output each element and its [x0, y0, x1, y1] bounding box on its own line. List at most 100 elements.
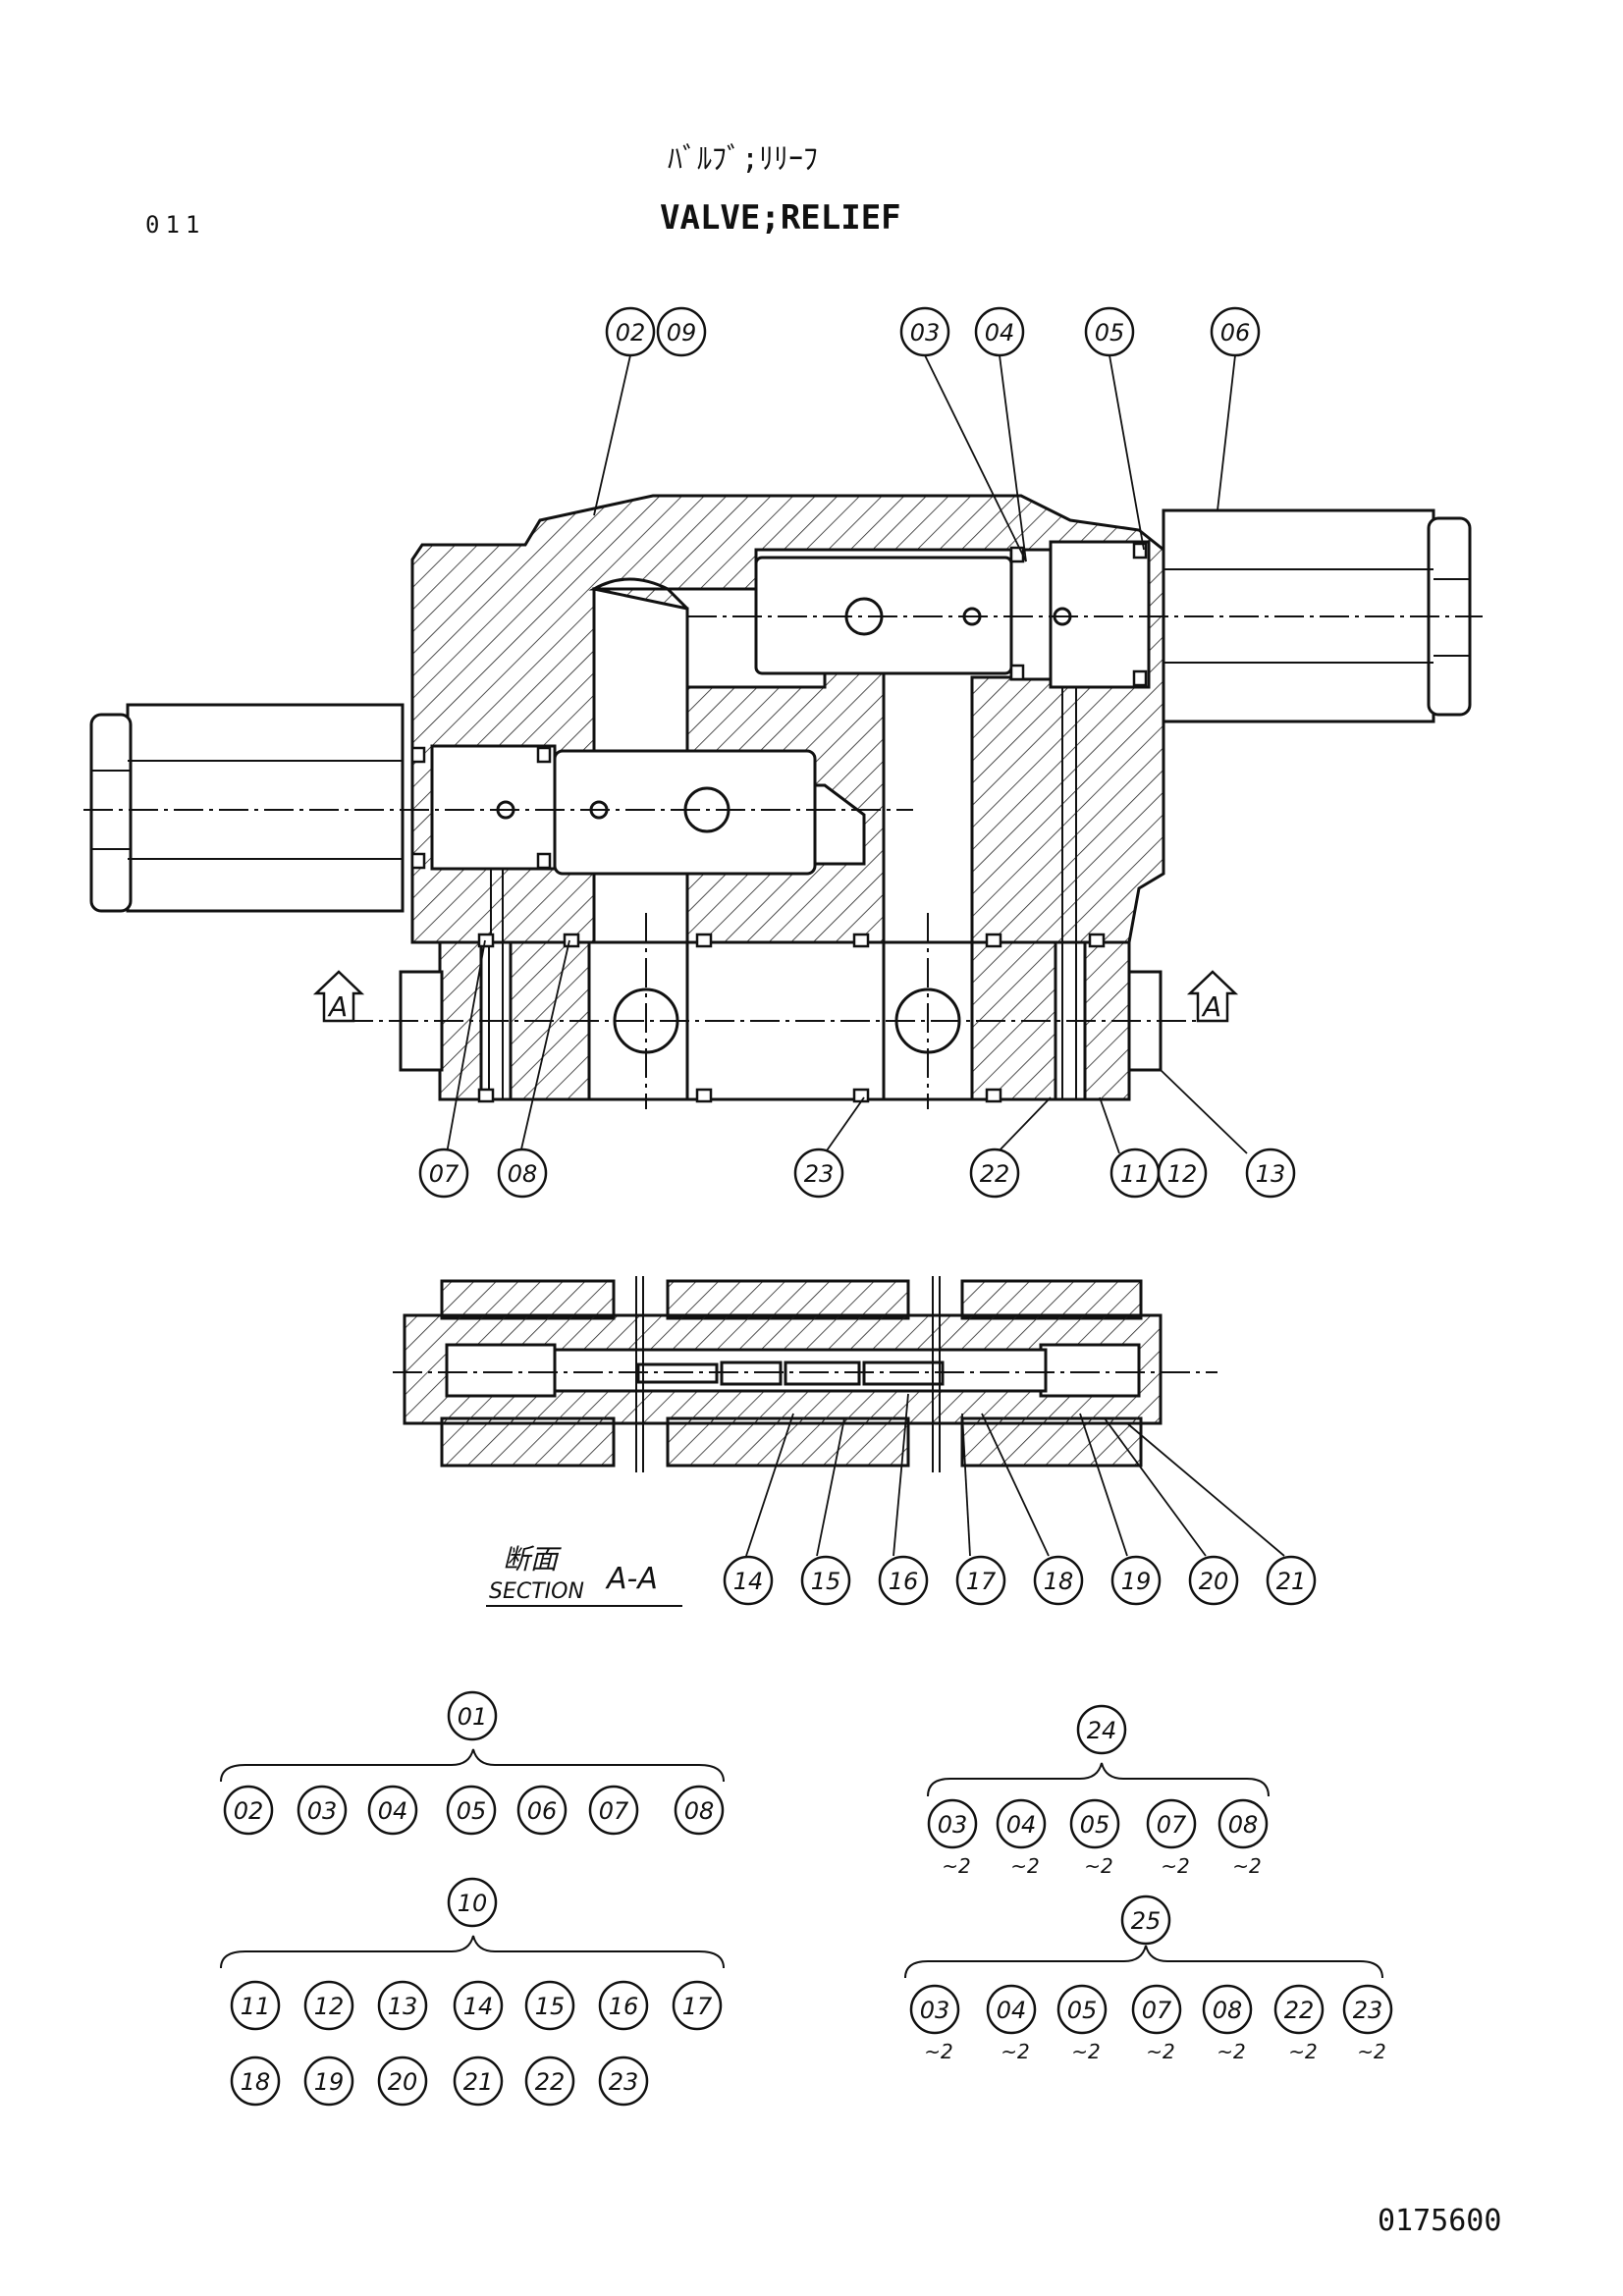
group-24-parent-circle [1076, 1704, 1127, 1755]
section-marker-left-label: A [327, 990, 348, 1023]
group-25-child-05-qty: ~2 [1071, 2040, 1100, 2063]
callout-main-08-number: 08 [508, 1160, 538, 1188]
group-25-child-05-number: 05 [1067, 1997, 1098, 2024]
callout-main-22: 22 [969, 1148, 1020, 1199]
group-25-child-04-circle [986, 1984, 1037, 2035]
group-25-child-07-circle [1131, 1984, 1182, 2035]
group-24-child-04-circle [996, 1798, 1047, 1849]
callout-section-16-number: 16 [889, 1568, 919, 1595]
group-01-child-06-number: 06 [527, 1797, 558, 1825]
group-25-child-23-number: 23 [1353, 1997, 1383, 2024]
group-10-child-22-number: 22 [535, 2068, 566, 2096]
page-code: 011 [145, 211, 205, 239]
group-24-child-07-number: 07 [1157, 1811, 1187, 1839]
group-10-child-11-number: 11 [241, 1993, 271, 2020]
group-10-child-20: 20 [377, 2056, 428, 2107]
title-japanese: ﾊﾞﾙﾌﾞ;ﾘﾘｰﾌ [668, 142, 818, 177]
leader-lines-main [446, 354, 1248, 1154]
callout-main-07-number: 07 [429, 1160, 460, 1188]
group-01-child-07: 07 [588, 1785, 639, 1836]
callout-main-05-number: 05 [1095, 319, 1125, 347]
group-10-child-19: 19 [303, 2056, 354, 2107]
o-rings [410, 542, 1148, 1103]
group-25-child-22: 22~2 [1273, 1984, 1325, 2063]
group-25-child-05: 05 ~2 [1056, 1984, 1108, 2063]
group-10-child-23: 23 [598, 2056, 649, 2107]
group-25-child-23: 23 ~2 [1342, 1984, 1393, 2063]
group-10-child-13-number: 13 [388, 1993, 418, 2020]
group-24-child-05: 05~2 [1069, 1798, 1120, 1878]
group-01-child-04: 04 [367, 1785, 418, 1836]
group-25-child-08-circle [1202, 1984, 1253, 2035]
group-25-child-07: 07~2 [1131, 1984, 1182, 2063]
callout-main-08: 08 [497, 1148, 548, 1199]
group-25-child-23-qty: ~2 [1357, 2040, 1385, 2063]
group-25-child-22-qty: ~2 [1288, 2040, 1317, 2063]
callout-section-21-number: 21 [1276, 1568, 1307, 1595]
group-10-child-17: 17 [672, 1980, 723, 2031]
group-10-child-14-circle [453, 1980, 504, 2031]
group-24-child-04-qty: ~2 [1010, 1854, 1039, 1878]
group-10-parent-number: 10 [458, 1890, 488, 1917]
callout-main-02: 02 [605, 306, 656, 357]
group-01-child-04-number: 04 [378, 1797, 408, 1825]
callout-section-14-number: 14 [733, 1568, 764, 1595]
callout-main-06: 06 [1210, 306, 1261, 357]
callout-main-04: 04 [974, 306, 1025, 357]
section-label-id: A-A [605, 1562, 658, 1596]
callout-main-03-number: 03 [910, 319, 941, 347]
group-10-child-21-number: 21 [463, 2068, 494, 2096]
group-01-child-02: 02 [223, 1785, 274, 1836]
group-24-child-05-circle [1069, 1798, 1120, 1849]
group-10-child-21-circle [453, 2056, 504, 2107]
group-25-child-08-qty: ~2 [1217, 2040, 1245, 2063]
group-10-child-15-circle [524, 1980, 575, 2031]
callout-main-22-circle [969, 1148, 1020, 1199]
group-10-child-17-number: 17 [682, 1993, 713, 2020]
callout-main-13-circle [1245, 1148, 1296, 1199]
callout-section-18: 18 [1033, 1555, 1084, 1606]
group-25-parent-circle [1120, 1895, 1171, 1946]
callout-main-13-number: 13 [1256, 1160, 1286, 1188]
callout-main-06-circle [1210, 306, 1261, 357]
callout-section-19: 19 [1110, 1555, 1162, 1606]
callout-main-05-circle [1084, 306, 1135, 357]
group-25-child-08-number: 08 [1213, 1997, 1243, 2024]
group-24-child-08-qty: ~2 [1232, 1854, 1261, 1878]
group-24-child-08-circle [1217, 1798, 1269, 1849]
callout-main-23: 23 [793, 1148, 844, 1199]
group-01-parent: 01 [447, 1690, 498, 1741]
callout-section-17-number: 17 [966, 1568, 997, 1595]
group-24-child-03-qty: ~2 [942, 1854, 970, 1878]
group-01-child-03: 03 [297, 1785, 348, 1836]
group-25-child-04-qty: ~2 [1001, 2040, 1029, 2063]
callout-main-04-number: 04 [985, 319, 1015, 347]
callout-main-22-number: 22 [980, 1160, 1010, 1188]
callout-main-07: 07 [418, 1148, 469, 1199]
group-10-child-16-circle [598, 1980, 649, 2031]
section-label-en: SECTION [489, 1579, 584, 1604]
group-10-child-18-circle [230, 2056, 281, 2107]
callout-main-13: 13 [1245, 1148, 1296, 1199]
group-10-child-22: 22 [524, 2056, 575, 2107]
group-10-child-14: 14 [453, 1980, 504, 2031]
group-10-child-19-number: 19 [314, 2068, 345, 2096]
group-01-child-05: 05 [446, 1785, 497, 1836]
callout-main-12-number: 12 [1167, 1160, 1198, 1188]
callout-main-06-number: 06 [1220, 319, 1251, 347]
group-25-parent-number: 25 [1131, 1907, 1162, 1935]
callout-main-11: 11 [1109, 1148, 1161, 1199]
group-24-parent-number: 24 [1087, 1717, 1117, 1744]
callout-main-23-number: 23 [804, 1160, 835, 1188]
group-10-child-16: 16 [598, 1980, 649, 2031]
group-24-child-04: 04~2 [996, 1798, 1047, 1878]
group-10-child-16-number: 16 [609, 1993, 639, 2020]
group-25-child-08: 08 ~2 [1202, 1984, 1253, 2063]
group-24-child-05-qty: ~2 [1084, 1854, 1112, 1878]
group-01-child-02-number: 02 [234, 1797, 264, 1825]
group-01-child-05-number: 05 [457, 1797, 487, 1825]
group-10-child-23-number: 23 [609, 2068, 639, 2096]
callout-main-03: 03 [899, 306, 950, 357]
group-01-child-04-circle [367, 1785, 418, 1836]
